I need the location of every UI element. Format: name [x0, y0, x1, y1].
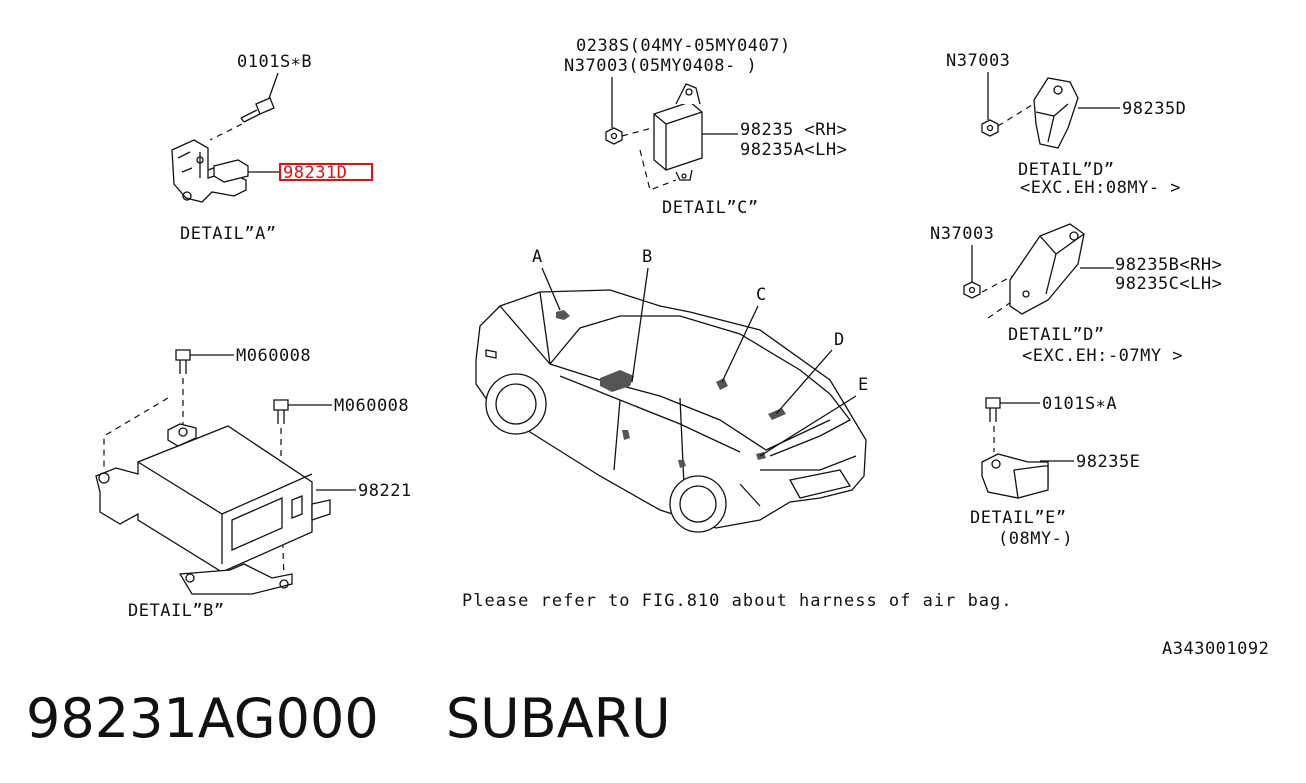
detail-e-group: 0101S∗A 98235E DETAIL”E” (08MY-) [970, 394, 1140, 549]
nut-d1-icon [981, 119, 999, 137]
label-98235b: 98235B<RH> [1115, 255, 1222, 275]
label-98235: 98235 <RH> [740, 120, 847, 140]
figure-code: A343001092 [1162, 639, 1269, 659]
callout-b: B [642, 247, 653, 267]
detail-b-group: M060008 M060008 98221 DETAIL”B” [95, 346, 412, 621]
rear-sensor-d2-icon [1009, 223, 1085, 315]
callouts: A B C D E [532, 247, 869, 457]
detail-d1-group: N37003 98235D DETAIL”D” <EXC.EH:08MY- > [946, 51, 1186, 198]
side-sensor-c-icon [653, 83, 703, 181]
label-detail-d2-sub: <EXC.EH:-07MY > [1022, 346, 1183, 366]
callout-a: A [532, 247, 543, 267]
label-detail-d1-sub: <EXC.EH:08MY- > [1020, 178, 1181, 198]
front-sensor-bracket-icon [171, 139, 249, 203]
label-detail-b: DETAIL”B” [128, 601, 225, 621]
rear-sensor-d1-icon [1033, 77, 1079, 149]
label-98235e: 98235E [1076, 452, 1140, 472]
part-number: 98231AG000 [26, 687, 379, 750]
label-detail-a: DETAIL”A” [180, 224, 277, 244]
label-98235c: 98235C<LH> [1115, 274, 1222, 294]
callout-e: E [858, 375, 869, 395]
detail-d2-group: N37003 98235B<RH> 98235C<LH> DETAIL”D” <… [930, 223, 1222, 366]
label-detail-d1: DETAIL”D” [1018, 160, 1115, 180]
label-n37003-d1: N37003 [946, 51, 1010, 71]
bolt-a-icon [240, 97, 275, 123]
brand-name: SUBARU [445, 687, 671, 750]
highlight-box [279, 163, 373, 181]
detail-c-group: 0238S(04MY-05MY0407) N37003(05MY0408- ) … [564, 36, 847, 218]
bolt-b1-icon [175, 349, 191, 374]
bolt-b2-icon [273, 399, 289, 424]
parts-diagram: 0101S∗B 98231D DETAIL”A” 0238S(04MY-05MY… [95, 36, 1269, 659]
label-m060008-1: M060008 [236, 346, 311, 366]
label-detail-e-sub: (08MY-) [998, 529, 1073, 549]
label-0238s: 0238S(04MY-05MY0407) [576, 36, 791, 56]
bolt-e-icon [985, 397, 1001, 422]
label-98235a: 98235A<LH> [740, 140, 847, 160]
vehicle-outline-icon [475, 289, 867, 533]
harness-note: Please refer to FIG.810 about harness of… [462, 591, 1013, 611]
title-bar: 98231AG000 SUBARU [26, 684, 1276, 754]
label-detail-c: DETAIL”C” [662, 198, 759, 218]
nut-d2-icon [963, 281, 981, 299]
label-0101sa: 0101S∗A [1042, 394, 1117, 414]
airbag-control-unit-icon [95, 423, 331, 595]
label-98221: 98221 [358, 481, 412, 501]
label-n37003-d2: N37003 [930, 224, 994, 244]
label-detail-d2: DETAIL”D” [1008, 325, 1105, 345]
label-detail-e: DETAIL”E” [970, 508, 1067, 528]
nut-c-icon [605, 127, 623, 145]
rear-sensor-e-icon [981, 453, 1049, 499]
label-98235d: 98235D [1122, 99, 1186, 119]
callout-d: D [834, 330, 845, 350]
callout-c: C [756, 285, 767, 305]
label-0101sb: 0101S∗B [237, 52, 312, 72]
label-n37003-c: N37003(05MY0408- ) [564, 56, 757, 76]
label-m060008-2: M060008 [334, 396, 409, 416]
detail-a-group: 0101S∗B 98231D DETAIL”A” [171, 52, 373, 244]
label-98231d[interactable]: 98231D [283, 163, 347, 183]
